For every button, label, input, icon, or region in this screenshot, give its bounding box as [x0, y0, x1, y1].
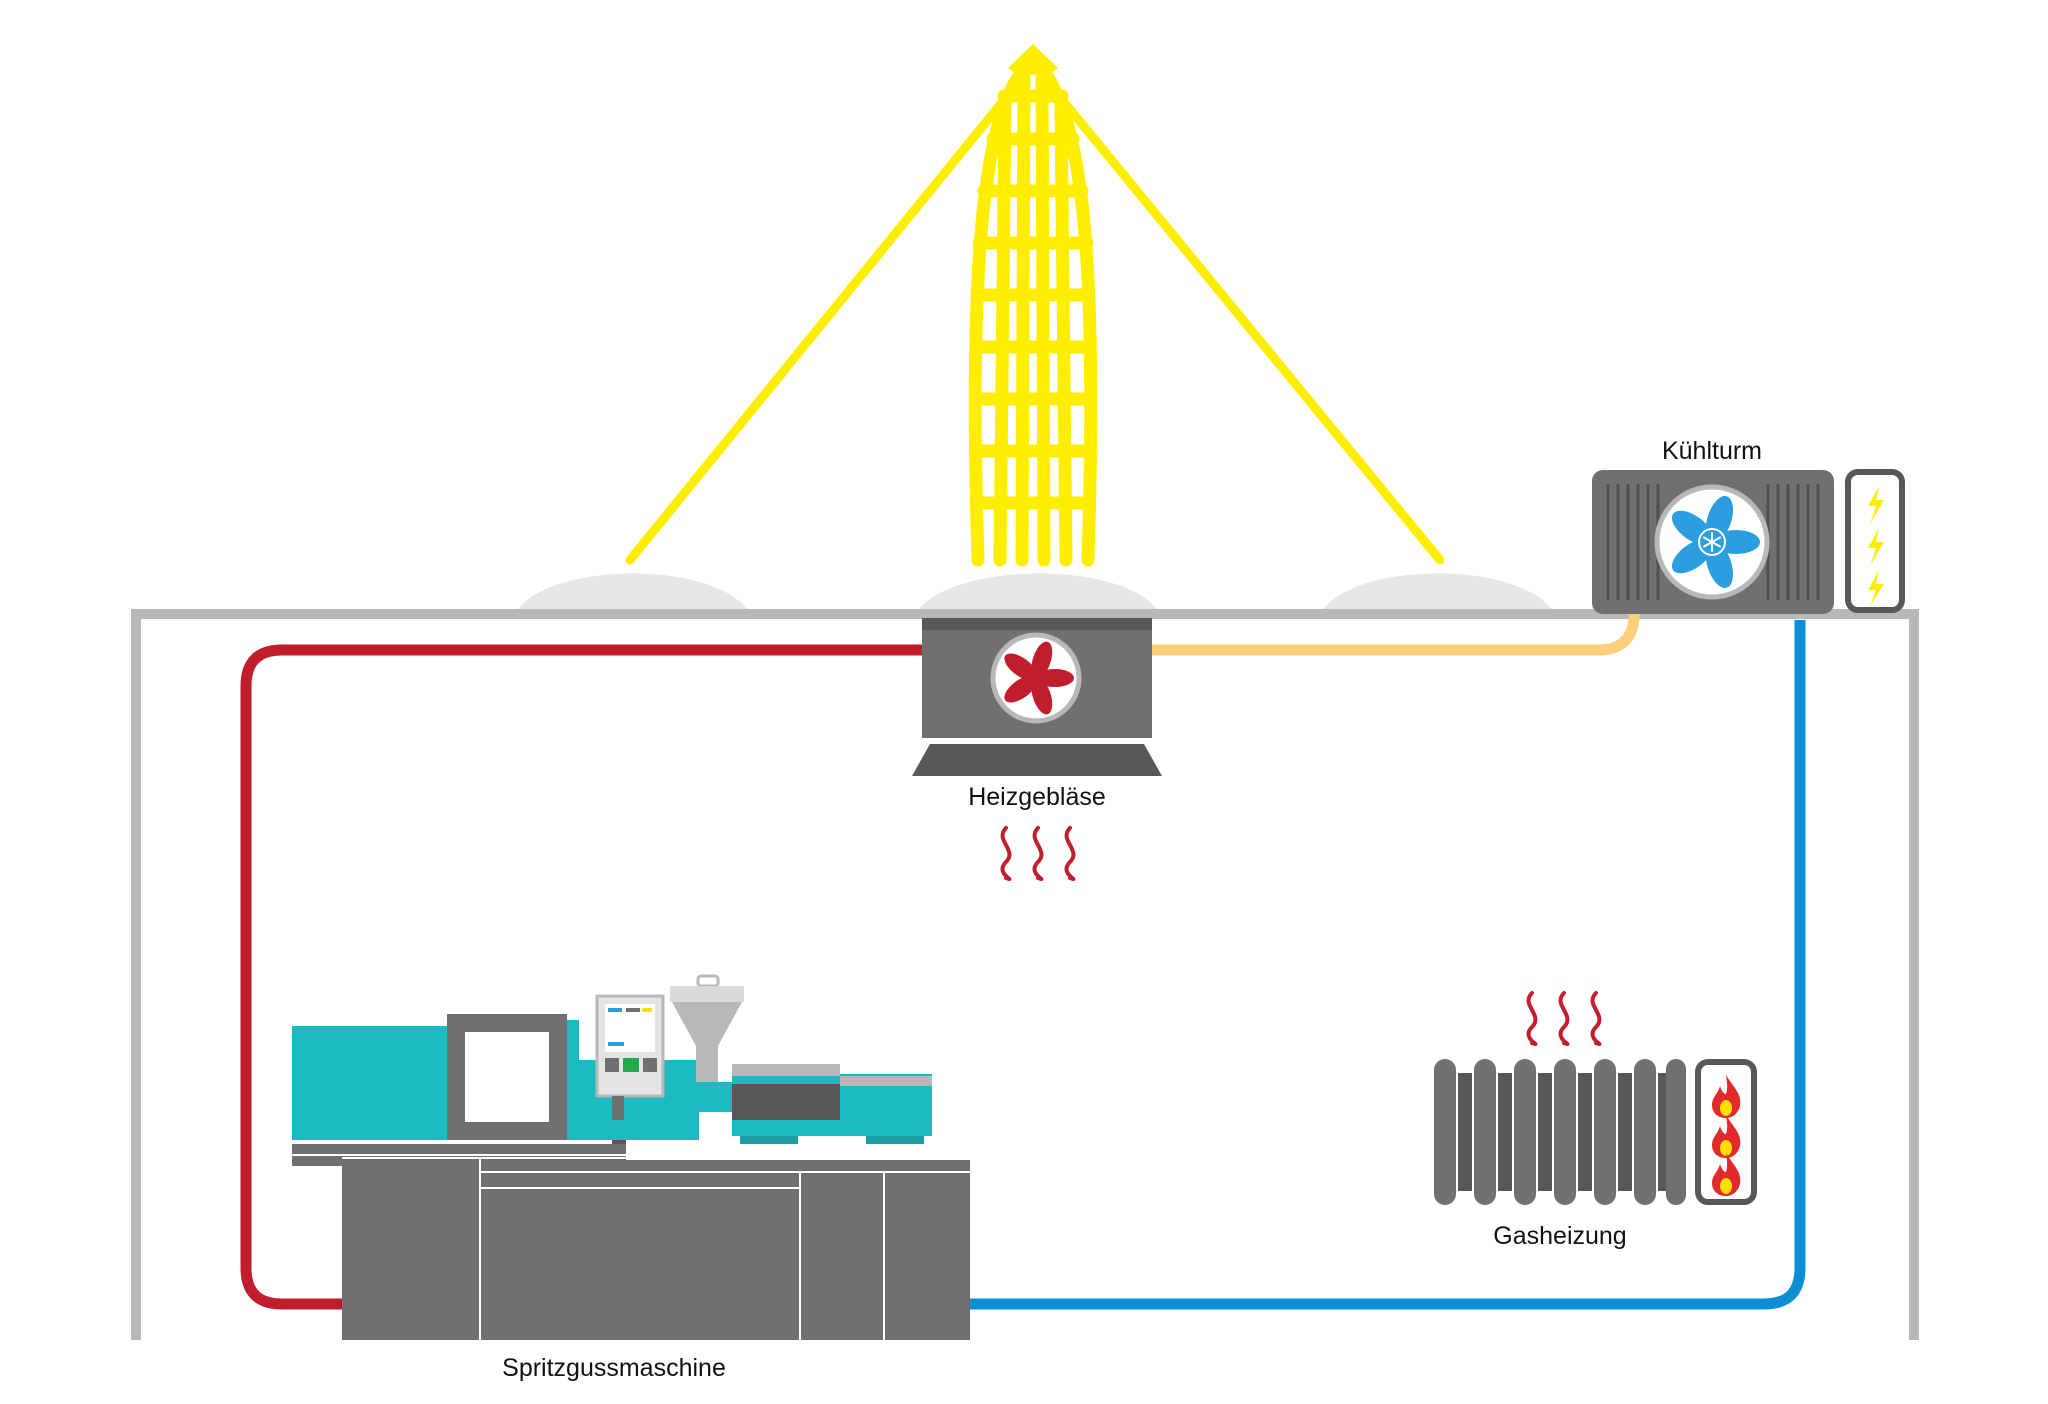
machine-hopper-neck	[696, 1046, 718, 1082]
fan-icon	[1004, 641, 1074, 715]
flame-2	[1712, 1115, 1741, 1158]
light-ray-left	[625, 63, 1035, 565]
machine-base-top	[626, 1160, 970, 1170]
heat-wave-3	[1590, 991, 1602, 1046]
control-panel-button-gray2	[643, 1058, 657, 1072]
gas-supply-box	[1695, 1059, 1757, 1205]
lightning-bolt-3	[1868, 570, 1884, 606]
pipe-network	[240, 604, 1806, 1310]
heat-wave-2	[1032, 826, 1044, 881]
heater-housing-top	[922, 618, 1152, 630]
machine-label: Spritzgussmaschine	[502, 1354, 726, 1382]
cooling-tower-label: Kühlturm	[1662, 437, 1762, 465]
heat-wave-1	[1000, 826, 1012, 881]
injection-molding-machine: Spritzgussmaschine	[292, 974, 970, 1382]
radiator-fin	[1498, 1073, 1512, 1191]
heat-wave-2	[1558, 991, 1570, 1046]
lightning-bolt-icon	[1868, 486, 1884, 606]
flame-3	[1712, 1153, 1741, 1196]
machine-foot	[740, 1136, 798, 1144]
control-panel-button-gray	[605, 1058, 619, 1072]
lattice-bar-v1	[993, 98, 1012, 567]
radiator-fin	[1538, 1073, 1552, 1191]
heater-fan-label: Heizgebläse	[968, 783, 1106, 811]
radiator-fin	[1634, 1059, 1656, 1205]
heat-wave-icon	[1526, 991, 1602, 1046]
cold-water-pipe	[966, 620, 1806, 1310]
radiator	[1434, 1059, 1686, 1205]
fan-blade-2	[1036, 669, 1074, 687]
radiator-fin	[1666, 1059, 1686, 1205]
radiator-fin	[1434, 1059, 1456, 1205]
machine-rail-upper	[292, 1144, 626, 1154]
cooling-tower-unit: Kühlturm	[1592, 437, 1905, 614]
fan-blade-4	[1004, 675, 1037, 703]
control-panel-bar-gray	[626, 1008, 640, 1012]
heater-fan-unit: Heizgebläse	[912, 618, 1162, 881]
machine-barrel	[686, 1082, 732, 1112]
building-outline	[131, 609, 1919, 1340]
radiator-fin	[1554, 1059, 1576, 1205]
heater-diffuser	[912, 744, 1162, 776]
flame-icon	[1712, 1075, 1741, 1196]
light-rays	[625, 44, 1445, 565]
machine-base-panels	[342, 1157, 970, 1340]
flame-2-core	[1720, 1140, 1732, 1156]
control-panel-bar-blue2	[608, 1042, 624, 1046]
skylight-dome-left	[515, 573, 750, 614]
lightning-bolt-1	[1868, 486, 1884, 524]
heat-wave-1	[1526, 991, 1538, 1046]
machine-foot	[866, 1136, 924, 1144]
control-panel-bar-blue	[608, 1008, 622, 1012]
machine-clamp-unit	[292, 1026, 447, 1140]
machine-hopper-lid	[696, 974, 720, 988]
hot-water-pipe	[240, 644, 922, 1310]
machine-hopper	[672, 1002, 742, 1046]
control-panel-bar-yellow	[642, 1008, 652, 1012]
machine-injection-cylinder	[732, 1084, 840, 1120]
radiator-fin	[1458, 1073, 1472, 1191]
control-panel-button-green	[623, 1058, 639, 1072]
lightning-bolt-2	[1868, 528, 1884, 566]
machine-base	[342, 1160, 970, 1340]
fan-blade-5	[1004, 653, 1037, 681]
warm-water-pipe	[1152, 604, 1640, 656]
machine-mold-window	[465, 1032, 549, 1122]
lattice-bar-v4	[1054, 98, 1073, 567]
lattice-bar-v3	[1035, 71, 1051, 567]
heat-wave-icon	[1000, 826, 1076, 881]
snowflake-icon	[1703, 532, 1721, 552]
fan-hub	[1029, 671, 1043, 685]
fan-blade-1	[1031, 641, 1053, 679]
skylight-dome-right	[1320, 573, 1555, 614]
heat-wave-3	[1064, 826, 1076, 881]
light-lattice	[968, 63, 1098, 567]
flame-3-core	[1720, 1178, 1732, 1194]
machine-injection-rail	[840, 1076, 932, 1086]
gas-heating-unit: Gasheizung	[1434, 991, 1757, 1250]
snowflake-fan-icon	[1671, 496, 1760, 588]
fan-blade-3	[1031, 677, 1053, 715]
machine-hopper-top	[670, 986, 744, 1002]
radiator-fin	[1514, 1059, 1536, 1205]
skylight-dome-center	[915, 573, 1160, 614]
lattice-bar-v2	[1015, 71, 1031, 567]
machine-platen	[567, 1020, 579, 1140]
snowflake-arm	[1703, 536, 1721, 548]
building-wall-roof	[131, 609, 1919, 1340]
radiator-fin	[1594, 1059, 1616, 1205]
radiator-fin	[1578, 1073, 1592, 1191]
radiator-fin	[1474, 1059, 1496, 1205]
light-ray-right	[1031, 63, 1445, 565]
machine-injection-top	[732, 1064, 840, 1076]
roof-skylights	[515, 573, 1555, 614]
control-panel-arm	[612, 1096, 624, 1120]
flame-1-core	[1720, 1100, 1732, 1116]
radiator-fin	[1618, 1073, 1632, 1191]
flame-1	[1712, 1075, 1741, 1118]
gas-heating-label: Gasheizung	[1493, 1222, 1626, 1250]
